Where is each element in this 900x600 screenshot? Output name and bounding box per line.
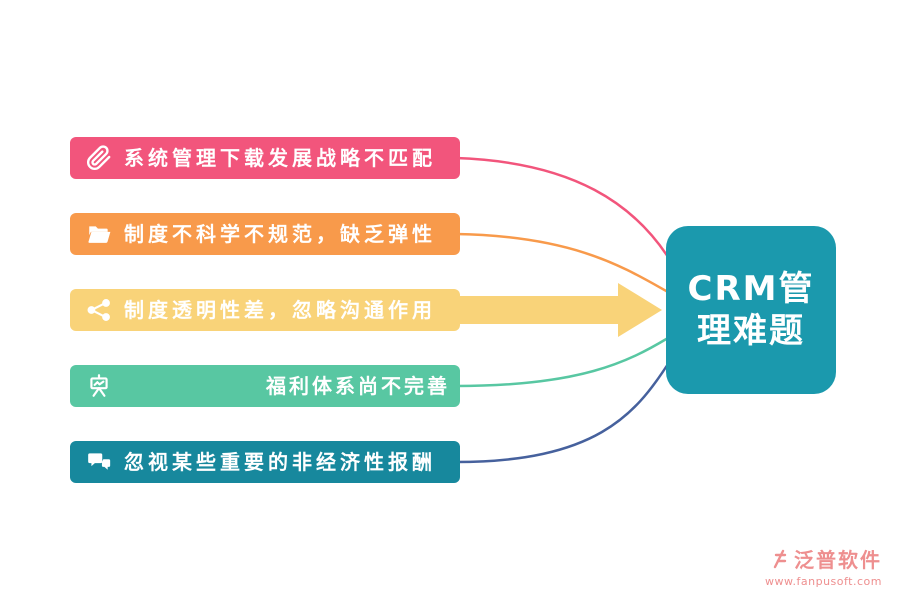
cause-item-label: 福利体系尚不完善 [266, 374, 450, 398]
center-topic: CRM管 理难题 [666, 226, 836, 394]
comments-icon [84, 447, 114, 477]
cause-item-1: 系统管理下载发展战略不匹配 [70, 137, 460, 179]
share-network-icon [84, 295, 114, 325]
connector-item5 [454, 362, 670, 464]
connector-item4 [454, 336, 670, 388]
cause-item-3: 制度透明性差，忽略沟通作用 [70, 289, 460, 331]
open-folder-icon [84, 219, 114, 249]
cause-item-label: 系统管理下载发展战略不匹配 [124, 146, 436, 170]
center-topic-line1: CRM管 [687, 268, 815, 309]
watermark-url: www.fanpusoft.com [765, 575, 882, 588]
watermark: 泛普软件 www.fanpusoft.com [765, 544, 882, 588]
brand-name: 泛普软件 [794, 548, 882, 572]
cause-item-label: 制度透明性差，忽略沟通作用 [124, 298, 436, 322]
connector-item1 [454, 156, 672, 262]
connector-item2 [454, 232, 670, 294]
center-topic-line2: 理难题 [697, 311, 805, 351]
presentation-board-icon [84, 371, 114, 401]
cause-item-4: 福利体系尚不完善 [70, 365, 460, 407]
cause-item-5: 忽视某些重要的非经济性报酬 [70, 441, 460, 483]
fanpu-logo-icon [771, 549, 789, 569]
cause-item-label: 忽视某些重要的非经济性报酬 [124, 450, 436, 474]
cause-item-2: 制度不科学不规范，缺乏弹性 [70, 213, 460, 255]
paperclip-icon [84, 143, 114, 173]
cause-item-label: 制度不科学不规范，缺乏弹性 [124, 222, 436, 246]
arrow-item3 [450, 283, 662, 337]
